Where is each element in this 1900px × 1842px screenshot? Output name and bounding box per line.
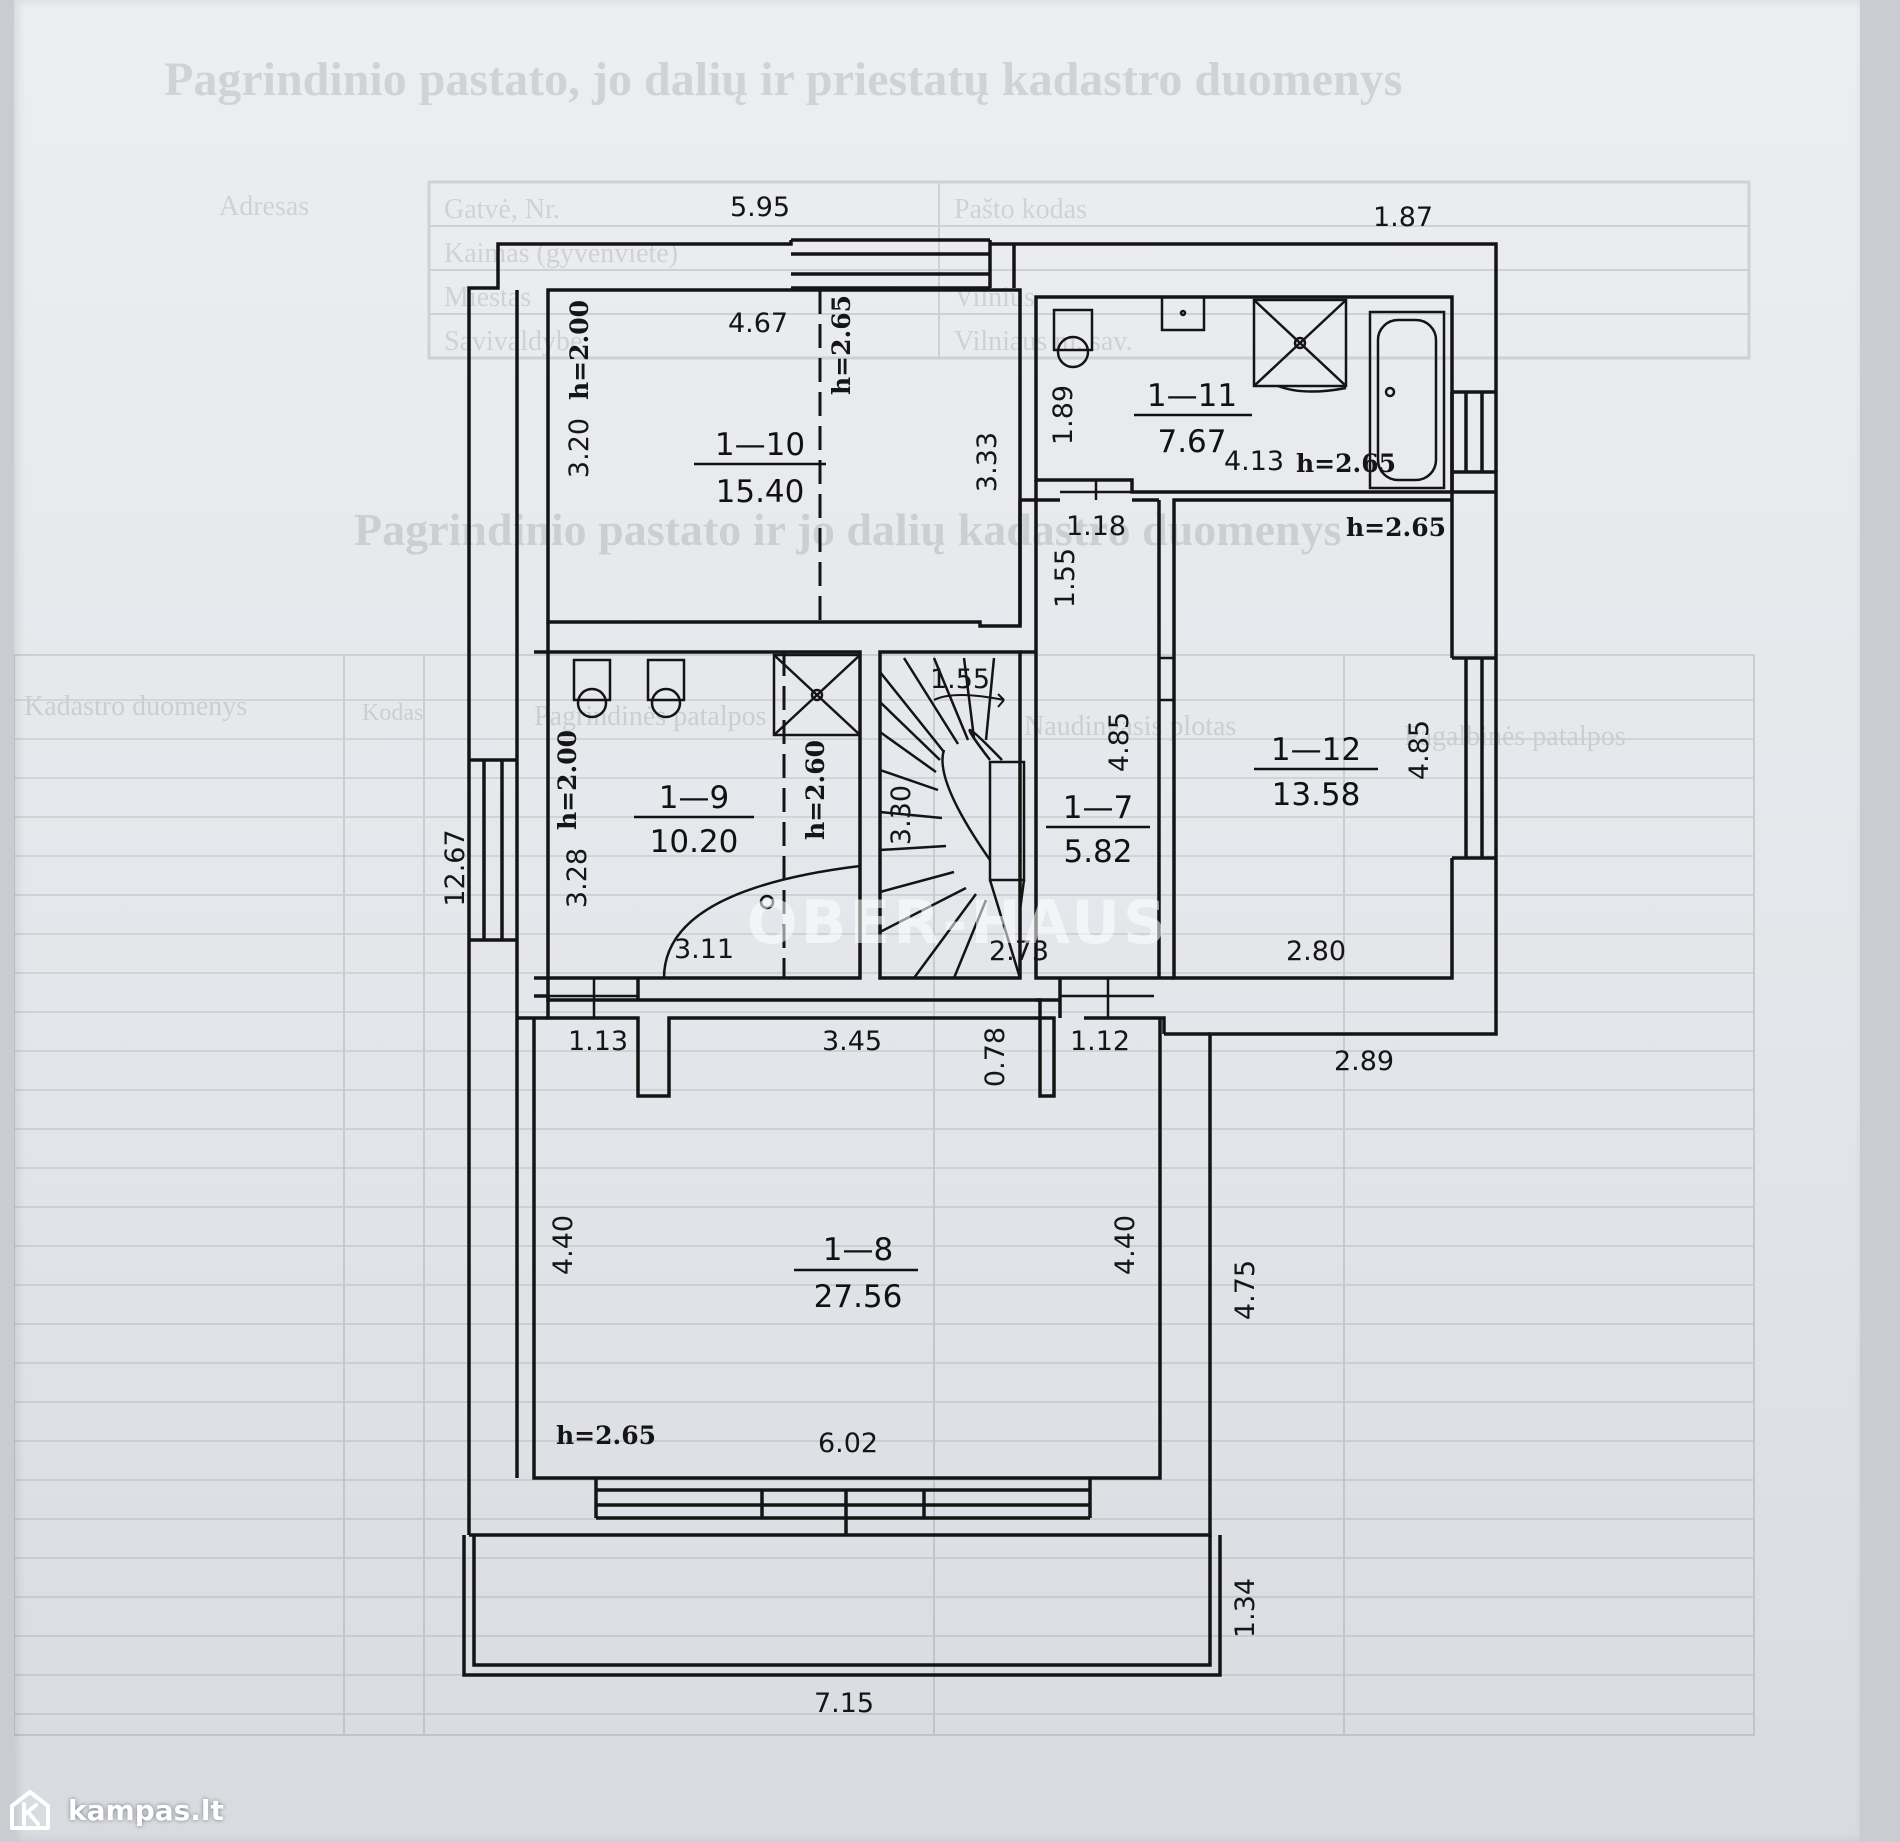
bg-cell: Savivaldybė — [444, 326, 582, 357]
r8-height: h=2.65 — [556, 1421, 656, 1450]
r12-id: 1—12 — [1271, 732, 1361, 768]
r10-height-left: h=2.00 — [565, 300, 594, 400]
r9-depth: 3.28 — [562, 848, 593, 908]
r7-width-top: 1.18 — [1066, 511, 1126, 542]
r11-area: 7.67 — [1157, 424, 1226, 460]
toilet-icon — [646, 658, 686, 719]
bg-cell: Naudingasis plotas — [1024, 711, 1236, 742]
document-sheet: Pagrindinio pastato, jo dalių ir priesta… — [14, 0, 1860, 1842]
r7-id: 1—7 — [1063, 790, 1133, 826]
floor-plan: Pagrindinio pastato, jo dalių ir priesta… — [14, 53, 1755, 1736]
r9-width: 3.11 — [674, 934, 734, 965]
r10-width: 4.67 — [728, 308, 788, 339]
house-k-logo-icon — [10, 1790, 50, 1830]
bg-cell: Kadastro duomenys — [24, 691, 247, 722]
r10-height-right: h=2.65 — [827, 295, 856, 395]
kampas-logo[interactable]: kampas.lt — [8, 1788, 224, 1832]
r11-depth: 1.89 — [1048, 385, 1079, 445]
dimensions: 5.95 1.87 12.67 2.89 4.75 1.34 7.15 h=2.… — [440, 192, 1446, 1719]
bg-address-label: Adresas — [219, 191, 309, 222]
shower-icon — [1252, 298, 1348, 388]
dim-left-total: 12.67 — [440, 829, 471, 906]
sink-icon — [1160, 297, 1206, 332]
bg-cell: Pagrindinės patalpos — [534, 701, 767, 732]
r8-id: 1—8 — [823, 1232, 893, 1268]
r9-id: 1—9 — [659, 780, 729, 816]
r12-area: 13.58 — [1272, 777, 1361, 813]
dim-top-left: 5.95 — [730, 192, 790, 223]
dim-right-step: 2.89 — [1334, 1046, 1394, 1077]
r8-door-right: 1.12 — [1070, 1026, 1130, 1057]
r11-id: 1—11 — [1147, 378, 1237, 414]
r8-width-top: 3.45 — [822, 1026, 882, 1057]
bathtub-icon — [662, 864, 862, 980]
watermark: OBER-HAUS — [747, 888, 1170, 958]
toilet-icon — [572, 658, 612, 719]
r12-height: h=2.65 — [1346, 513, 1446, 542]
r7-area: 5.82 — [1063, 834, 1132, 870]
r8-door-left: 1.13 — [568, 1026, 628, 1057]
toilet-icon — [1052, 308, 1094, 369]
r11-height: h=2.65 — [1296, 449, 1396, 478]
shower-icon — [772, 653, 862, 737]
openings — [548, 478, 1174, 1018]
r12-depth: 4.85 — [1404, 720, 1435, 780]
bg-cell: Pašto kodas — [954, 194, 1087, 225]
r8-depth-right: 4.40 — [1110, 1215, 1141, 1275]
r7-depth: 4.85 — [1104, 712, 1135, 772]
bg-cell: Kodas — [362, 700, 423, 726]
bg-cell: Gatvė, Nr. — [444, 194, 560, 225]
logo-text: kampas.lt — [68, 1793, 224, 1827]
ceiling-split-lines — [782, 290, 822, 978]
walls — [462, 238, 1498, 1677]
r10-depth-left: 3.20 — [564, 418, 595, 478]
bg-heading-1: Pagrindinio pastato, jo dalių ir priesta… — [164, 53, 1402, 106]
dim-bottom: 7.15 — [814, 1688, 874, 1719]
r7-depth-upper: 1.55 — [1050, 548, 1081, 608]
bathtub-icon — [1368, 310, 1446, 490]
r10-id: 1—10 — [715, 427, 805, 463]
stairs-width-bottom: 2.73 — [989, 936, 1049, 967]
r9-height-left: h=2.00 — [553, 730, 582, 830]
staircase-icon — [879, 657, 1026, 979]
r9-height-right: h=2.60 — [801, 740, 830, 840]
r8-width: 6.02 — [818, 1428, 878, 1459]
r8-stub: 0.78 — [980, 1027, 1011, 1087]
fixtures — [572, 297, 1446, 980]
r8-depth-left: 4.40 — [548, 1215, 579, 1275]
dim-balcony-depth: 1.34 — [1230, 1578, 1261, 1638]
r10-area: 15.40 — [716, 474, 805, 510]
r10-depth-right: 3.33 — [972, 432, 1003, 492]
r12-width: 2.80 — [1286, 936, 1346, 967]
r9-area: 10.20 — [650, 824, 739, 860]
r11-width: 4.13 — [1224, 446, 1284, 477]
stairs-width-top: 1.55 — [930, 664, 990, 695]
stairs-depth: 3.30 — [886, 785, 917, 845]
dim-top-right: 1.87 — [1373, 202, 1433, 233]
bg-cell: Vilniaus m. sav. — [954, 326, 1133, 357]
bg-cell: Pagalbinės patalpos — [1404, 721, 1626, 752]
bg-heading-2: Pagrindinio pastato ir jo dalių kadastro… — [354, 504, 1342, 555]
dim-right-lower: 4.75 — [1230, 1260, 1261, 1320]
r8-area: 27.56 — [814, 1279, 903, 1315]
